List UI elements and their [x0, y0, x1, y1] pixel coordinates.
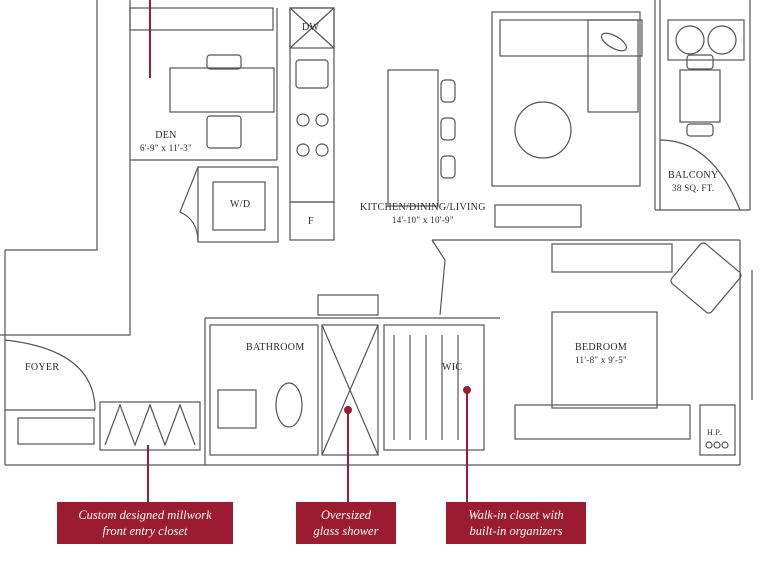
foyer-label: FOYER: [25, 362, 60, 373]
den-chair-top: [206, 54, 242, 70]
bathroom-area: [209, 324, 379, 456]
heat-pump-label: H.P.: [707, 428, 722, 437]
den-label: DEN 6'-9" x 11'-3": [140, 130, 192, 154]
foyer-area: [4, 339, 201, 451]
bedroom-chair: [670, 242, 742, 314]
den-name: DEN: [155, 130, 177, 141]
bedroom-name: BEDROOM: [575, 342, 628, 353]
den-area: [129, 0, 278, 161]
callout-leaders: [147, 386, 471, 505]
shower: [321, 324, 379, 456]
callout-entry-line1: Custom designed millwork: [78, 508, 212, 522]
heat-pump-box: [699, 404, 736, 456]
bedroom-dims: 11'-8" x 9'-5": [575, 355, 628, 365]
wic-area: [383, 324, 485, 451]
kitchen-sink: [295, 59, 329, 89]
callout-shower: Oversized glass shower: [296, 502, 396, 544]
wic-label: WIC: [442, 362, 463, 373]
sofa-chaise: [587, 19, 639, 113]
interior-walls: [204, 239, 740, 465]
living-area: [491, 11, 643, 228]
den-dims: 6'-9" x 11'-3": [140, 143, 192, 153]
bedroom-label: BEDROOM 11'-8" x 9'-5": [575, 342, 627, 366]
den-chair-bottom: [206, 115, 242, 149]
callout-wic-line2: built-in organizers: [469, 524, 563, 538]
balcony-label: BALCONY 38 SQ. FT.: [668, 170, 718, 194]
kitchen-label: KITCHEN/DINING/LIVING 14'-10" x 10'-9": [360, 202, 486, 226]
laundry-closet: [179, 166, 279, 243]
vanity-sink: [217, 389, 257, 429]
bathroom-label: BATHROOM: [246, 342, 305, 353]
bed-headboard: [514, 404, 691, 440]
exterior-walls: [0, 0, 751, 466]
callout-shower-line1: Oversized: [321, 508, 371, 522]
balcony-dims: 38 SQ. FT.: [672, 183, 715, 193]
kitchen-counter: [289, 7, 335, 241]
bed: [551, 311, 658, 409]
callout-shower-line2: glass shower: [313, 524, 379, 538]
den-desk: [169, 67, 275, 113]
bedroom-area: [514, 242, 753, 456]
bedroom-dresser: [551, 243, 673, 273]
toilet: [275, 382, 303, 428]
fridge-label: F: [308, 216, 314, 227]
callout-entry-closet: Custom designed millwork front entry clo…: [57, 502, 233, 544]
balcony-name: BALCONY: [668, 170, 719, 181]
callout-entry-line2: front entry closet: [102, 524, 188, 538]
coffee-table: [514, 101, 572, 159]
sofa-back: [499, 19, 643, 57]
kitchen-name: KITCHEN/DINING/LIVING: [360, 202, 486, 213]
dishwasher-label: DW: [302, 22, 320, 33]
entry-closet: [99, 401, 201, 451]
callout-wic-line1: Walk-in closet with: [468, 508, 564, 522]
kitchen-dims: 14'-10" x 10'-9": [391, 215, 454, 225]
fridge-box: [289, 201, 335, 241]
entry-door-swing: [4, 339, 96, 411]
washer-dryer-label: W/D: [230, 199, 251, 210]
balcony-table: [679, 69, 721, 123]
kitchen-island: [387, 69, 456, 207]
callout-wic: Walk-in closet with built-in organizers: [446, 502, 586, 544]
balcony-area: [659, 19, 745, 211]
tv-console: [494, 204, 582, 228]
